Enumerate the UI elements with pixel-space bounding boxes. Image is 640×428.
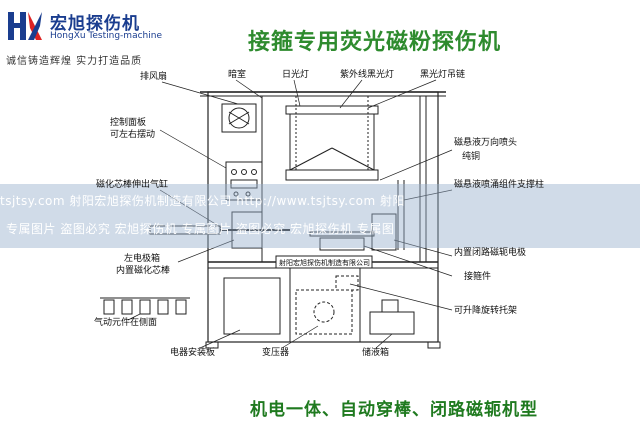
label-daylight: 日光灯 [282,70,310,80]
brand-logo [6,6,46,46]
page-title: 接箍专用荧光磁粉探伤机 [248,30,502,55]
label-left-electrode-2: 内置磁化芯棒 [116,266,171,276]
label-tank: 储液箱 [362,348,390,358]
watermark-line-2: 专属图片 盗图必究 宏旭探伤机 专属图片 盗图必究 宏旭探伤机 专属图 [6,222,395,236]
label-control-panel: 控制面板 [110,118,147,128]
label-left-electrode: 左电极箱 [124,254,161,264]
label-spray-nozzle: 磁悬液万向喷头 [454,138,518,148]
label-darkroom: 暗室 [228,70,247,80]
label-yoke: 内置闭路磁轭电极 [454,248,527,258]
label-lift-tray: 可升降旋转托架 [454,306,518,316]
label-coupling: 接箍件 [464,272,492,282]
label-core-cylinder: 磁化芯棒伸出气缸 [96,180,169,190]
label-transformer: 变压器 [262,348,290,358]
watermark-band [0,184,640,248]
label-exhaust-fan: 排风扇 [140,72,168,82]
label-control-panel-2: 可左右摆动 [110,130,156,140]
brand-name-en: HongXu Testing-machine [50,31,162,41]
slogan: 诚信铸造辉煌 实力打造品质 [6,56,143,67]
watermark-line-1: tsjtsy.com 射阳宏旭探伤机制造有限公司 http://www.tsjt… [0,194,406,208]
label-spray-nozzle-2: 纯铜 [462,152,481,162]
label-uv-lamp: 紫外线黑光灯 [340,70,395,80]
label-lamp-chain: 黑光灯吊链 [420,70,466,80]
brand-name: 宏旭探伤机 [50,14,140,34]
header: 宏旭探伤机 HongXu Testing-machine 诚信铸造辉煌 实力打造… [0,0,640,78]
footer-title: 机电一体、自动穿棒、闭路磁轭机型 [250,400,538,420]
label-spray-bracket: 磁悬液喷涌组件支撑柱 [454,180,545,190]
label-electrical-box: 电器安装板 [170,348,216,358]
nameplate-text: 射阳宏旭探伤机制造有限公司 [279,259,370,267]
label-pneumatic: 气动元件在侧面 [94,318,158,328]
